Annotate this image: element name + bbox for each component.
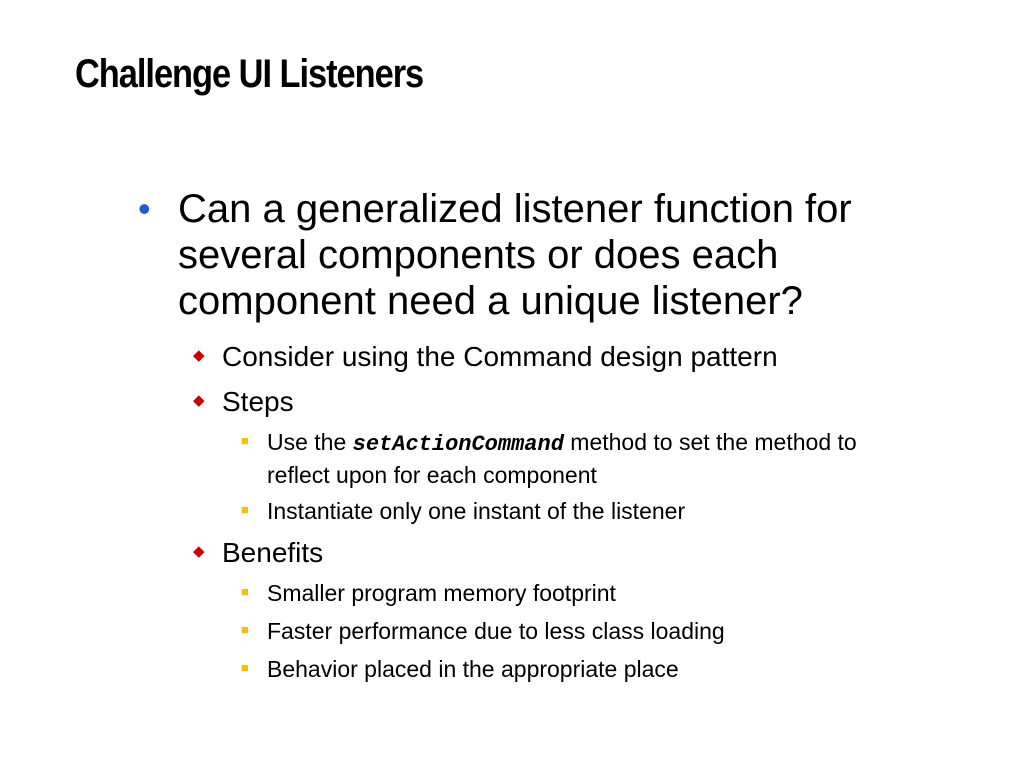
benefit-item: ■ Behavior placed in the appropriate pla… [241,654,907,685]
benefit-item: ■ Faster performance due to less class l… [241,616,907,647]
steps-bullet-text: Steps [222,386,294,417]
round-bullet-icon: • [138,188,151,229]
main-bullet-text: Can a generalized listener function for … [178,187,852,323]
steps-bullet: ◆ Steps [193,386,294,418]
use-bullet-code: setActionCommand [352,432,564,457]
square-bullet-icon: ■ [241,433,249,448]
square-bullet-icon: ■ [241,660,249,675]
diamond-bullet-icon: ◆ [193,543,205,560]
use-bullet: ■ Use the setActionCommand method to set… [241,427,907,491]
benefit-item-text: Faster performance due to less class loa… [267,618,725,644]
benefits-bullet: ◆ Benefits [193,537,324,569]
consider-bullet-text: Consider using the Command design patter… [222,341,778,372]
consider-bullet: ◆ Consider using the Command design patt… [193,341,778,373]
benefit-item-text: Smaller program memory footprint [267,580,616,606]
use-bullet-suffix: method to set the method to reflect upon… [267,429,857,488]
benefit-item: ■ Smaller program memory footprint [241,578,907,609]
square-bullet-icon: ■ [241,584,249,599]
benefits-bullet-text: Benefits [222,537,324,568]
instantiate-bullet: ■ Instantiate only one instant of the li… [241,496,907,527]
main-bullet: • Can a generalized listener function fo… [138,186,978,324]
instantiate-bullet-text: Instantiate only one instant of the list… [267,498,686,524]
use-bullet-prefix: Use the [267,429,347,455]
diamond-bullet-icon: ◆ [193,392,205,409]
square-bullet-icon: ■ [241,502,249,517]
benefit-item-text: Behavior placed in the appropriate place [267,656,679,682]
diamond-bullet-icon: ◆ [193,347,205,364]
slide-title: Challenge UI Listeners [75,52,424,96]
square-bullet-icon: ■ [241,622,249,637]
